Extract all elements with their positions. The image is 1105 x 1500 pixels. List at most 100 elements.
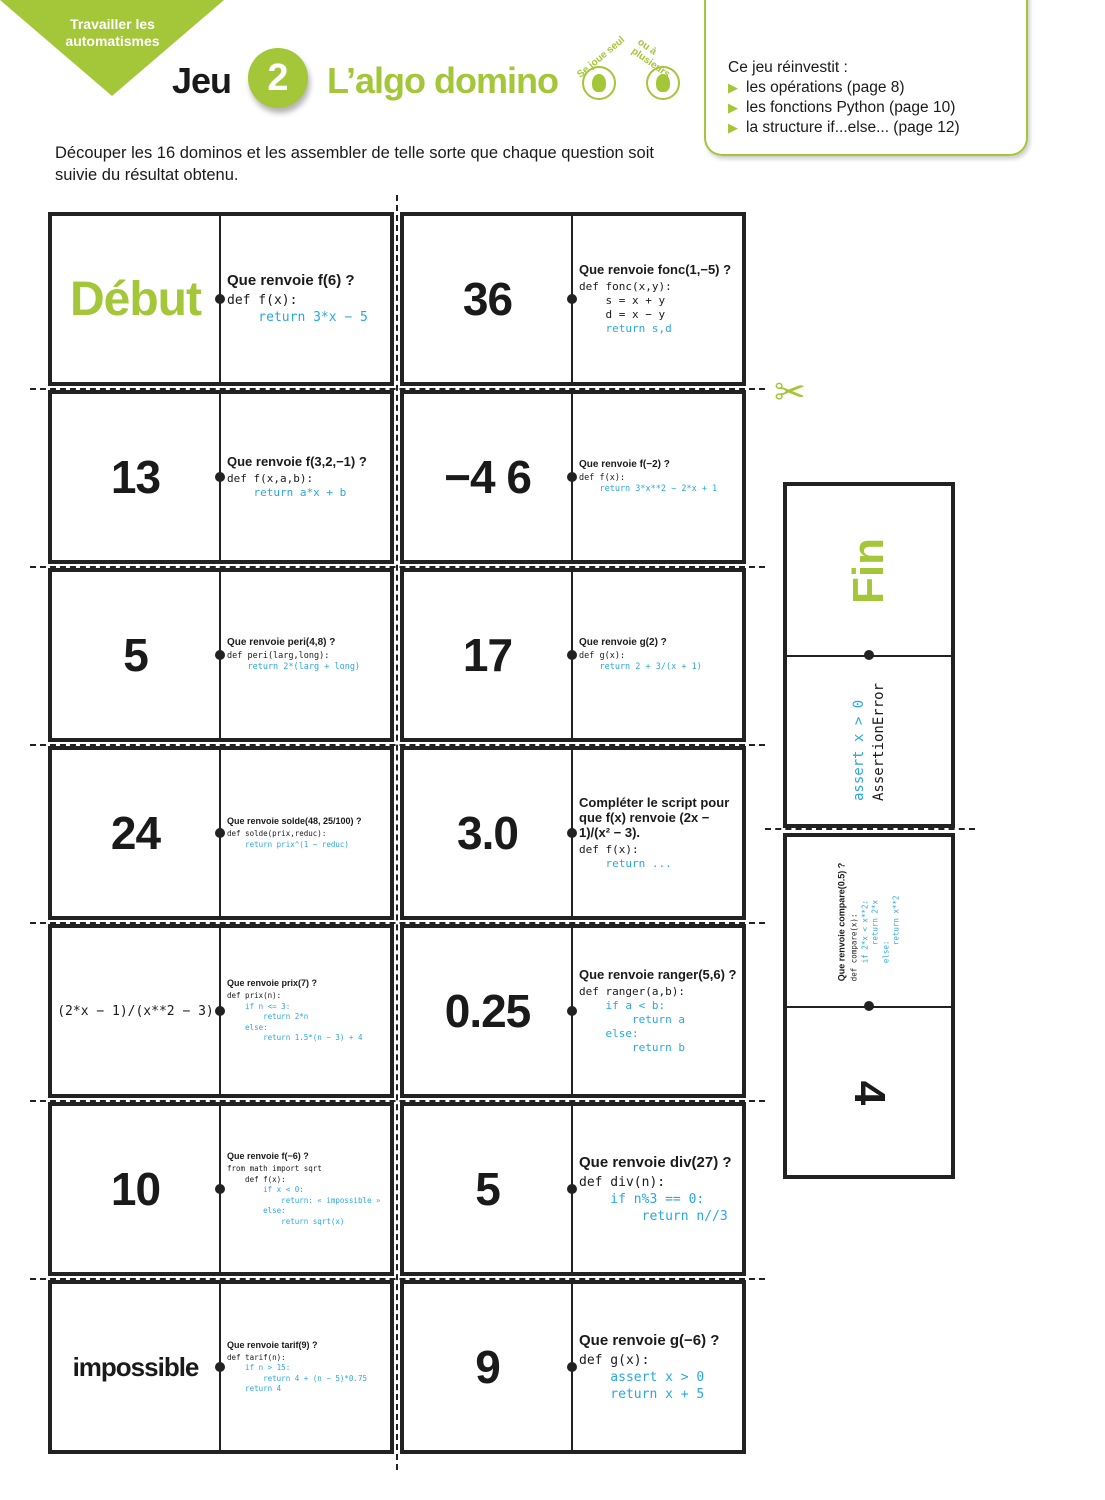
code-block: def tarif(n): if n > 15: return 4 + (n −… <box>227 1353 385 1395</box>
scissors-icon: ✂ <box>774 372 806 414</box>
cut-line <box>30 744 765 746</box>
code-line: return prix^(1 − reduc) <box>227 839 349 849</box>
domino[interactable]: (2*x − 1)/(x**2 − 3)Que renvoie prix(7) … <box>48 924 394 1098</box>
domino-dot <box>864 650 874 660</box>
code-line: def g(x): <box>579 651 626 661</box>
code-block: def peri(larg,long): return 2*(larg + lo… <box>227 651 385 673</box>
code-line: from math import sqrt <box>227 1164 322 1173</box>
code-line: def tarif(n): <box>227 1352 286 1362</box>
code-line: else: <box>227 1022 268 1032</box>
code-block: def solde(prix,reduc): return prix^(1 − … <box>227 829 385 850</box>
domino-question: Que renvoie solde(48, 25/100) ? <box>227 816 362 826</box>
code-line: return 3*x**2 − 2*x + 1 <box>579 484 718 494</box>
domino-question: Que renvoie f(−2) ? <box>579 459 670 470</box>
players-icon: Se joue seul ou à plusieurs <box>572 35 690 108</box>
domino-dot <box>567 472 577 482</box>
domino-answer: 13 <box>52 394 221 560</box>
domino-answer: 24 <box>52 750 221 916</box>
domino[interactable]: 13 Que renvoie f(3,2,−1) ? def f(x,a,b): r… <box>48 390 394 564</box>
code-line: if x < 0: <box>227 1185 304 1194</box>
domino-dot <box>215 650 225 660</box>
domino-question: Compléter le script pour que f(x) renvoi… <box>579 795 730 840</box>
domino-dot <box>864 1001 874 1011</box>
page-title: L’algo domino <box>327 60 559 101</box>
code-line: AssertionError <box>871 682 887 801</box>
cut-line <box>30 566 765 568</box>
code-line: if n > 15: <box>227 1363 291 1372</box>
code-line: def f(x): <box>579 843 639 856</box>
code-line: else: <box>880 940 890 981</box>
domino-answer: 17 <box>404 572 573 738</box>
domino-question: Que renvoie g(2) ? <box>579 637 667 648</box>
domino-answer: 3.0 <box>404 750 573 916</box>
info-item: les fonctions Python (page 10) <box>728 98 1026 118</box>
code-line: return ... <box>579 857 672 870</box>
face-icon <box>582 66 616 100</box>
domino-question: Que renvoie tarif(9) ? <box>227 1339 318 1350</box>
domino-dot <box>215 1362 225 1372</box>
code-line: return 1.5*(n − 3) + 4 <box>227 1033 363 1043</box>
code-line: if n <= 3: <box>227 1001 291 1011</box>
domino-question: Que renvoie compare(0.5) ? <box>836 862 847 981</box>
code-line: def g(x): <box>579 1352 650 1368</box>
game-number: 2 <box>248 48 308 108</box>
cut-line-vertical <box>396 195 398 1470</box>
domino-answer: 0.25 <box>404 928 573 1094</box>
domino-dot <box>567 828 577 838</box>
code-block: def f(x): return 3*x**2 − 2*x + 1 <box>579 473 737 495</box>
game-label: Jeu <box>172 60 232 101</box>
section-tag: Travailler les automatismes <box>0 0 224 96</box>
code-line: if a < b: <box>579 999 666 1012</box>
code-line: return x**2 <box>891 894 901 981</box>
code-line: return 2 + 3/(x + 1) <box>579 662 702 672</box>
code-line: return 4 <box>227 1384 282 1393</box>
domino-question: Que renvoie f(3,2,−1) ? <box>227 454 367 469</box>
code-block: def f(x): return ... <box>579 843 737 871</box>
domino-dot <box>215 1006 225 1016</box>
code-line: else: <box>227 1206 286 1215</box>
info-item: la structure if...else... (page 12) <box>728 118 1026 138</box>
code-block: def f(x): return 3*x − 5 <box>227 292 385 326</box>
code-line: assert x > 0 <box>851 699 867 801</box>
code-line: return 2*x <box>870 899 880 981</box>
code-line: def fonc(x,y): <box>579 280 672 293</box>
domino-dot <box>567 294 577 304</box>
domino-question: Que renvoie div(27) ? <box>579 1153 732 1171</box>
info-box-intro: Ce jeu réinvestit : <box>728 59 848 76</box>
domino[interactable]: 17 Que renvoie g(2) ? def g(x): return 2 +… <box>400 568 746 742</box>
code-line: return 2*n <box>227 1012 309 1022</box>
domino[interactable]: 24 Que renvoie solde(48, 25/100) ? def sol… <box>48 746 394 920</box>
code-block: def f(x,a,b): return a*x + b <box>227 472 385 500</box>
code-block: def ranger(a,b): if a < b: return a else… <box>579 985 737 1055</box>
code-line: return 3*x − 5 <box>227 310 368 325</box>
domino-dot <box>215 1184 225 1194</box>
instructions: Découper les 16 dominos et les assembler… <box>55 144 654 184</box>
code-line: def solde(prix,reduc): <box>227 829 327 838</box>
domino-answer: 5 <box>404 1106 573 1272</box>
code-block: def fonc(x,y): s = x + y d = x − y retur… <box>579 280 737 336</box>
code-line: def f(x,a,b): <box>227 472 314 485</box>
domino-question: Que renvoie f(6) ? <box>227 272 355 289</box>
code-line: def f(x): <box>227 1174 286 1184</box>
domino-answer: (2*x − 1)/(x**2 − 3) <box>52 928 221 1094</box>
domino-question: Que renvoie g(−6) ? <box>579 1331 720 1349</box>
domino-answer: Fin <box>844 537 893 604</box>
domino[interactable]: 5 Que renvoie div(27) ? def div(n): if n%3… <box>400 1102 746 1276</box>
code-line: def f(x): <box>579 473 626 483</box>
section-tag-label: Travailler les automatismes <box>65 16 160 49</box>
code-block: def div(n): if n%3 == 0: return n//3 <box>579 1174 737 1225</box>
cut-line <box>30 1278 765 1280</box>
code-line: s = x + y <box>579 294 666 307</box>
